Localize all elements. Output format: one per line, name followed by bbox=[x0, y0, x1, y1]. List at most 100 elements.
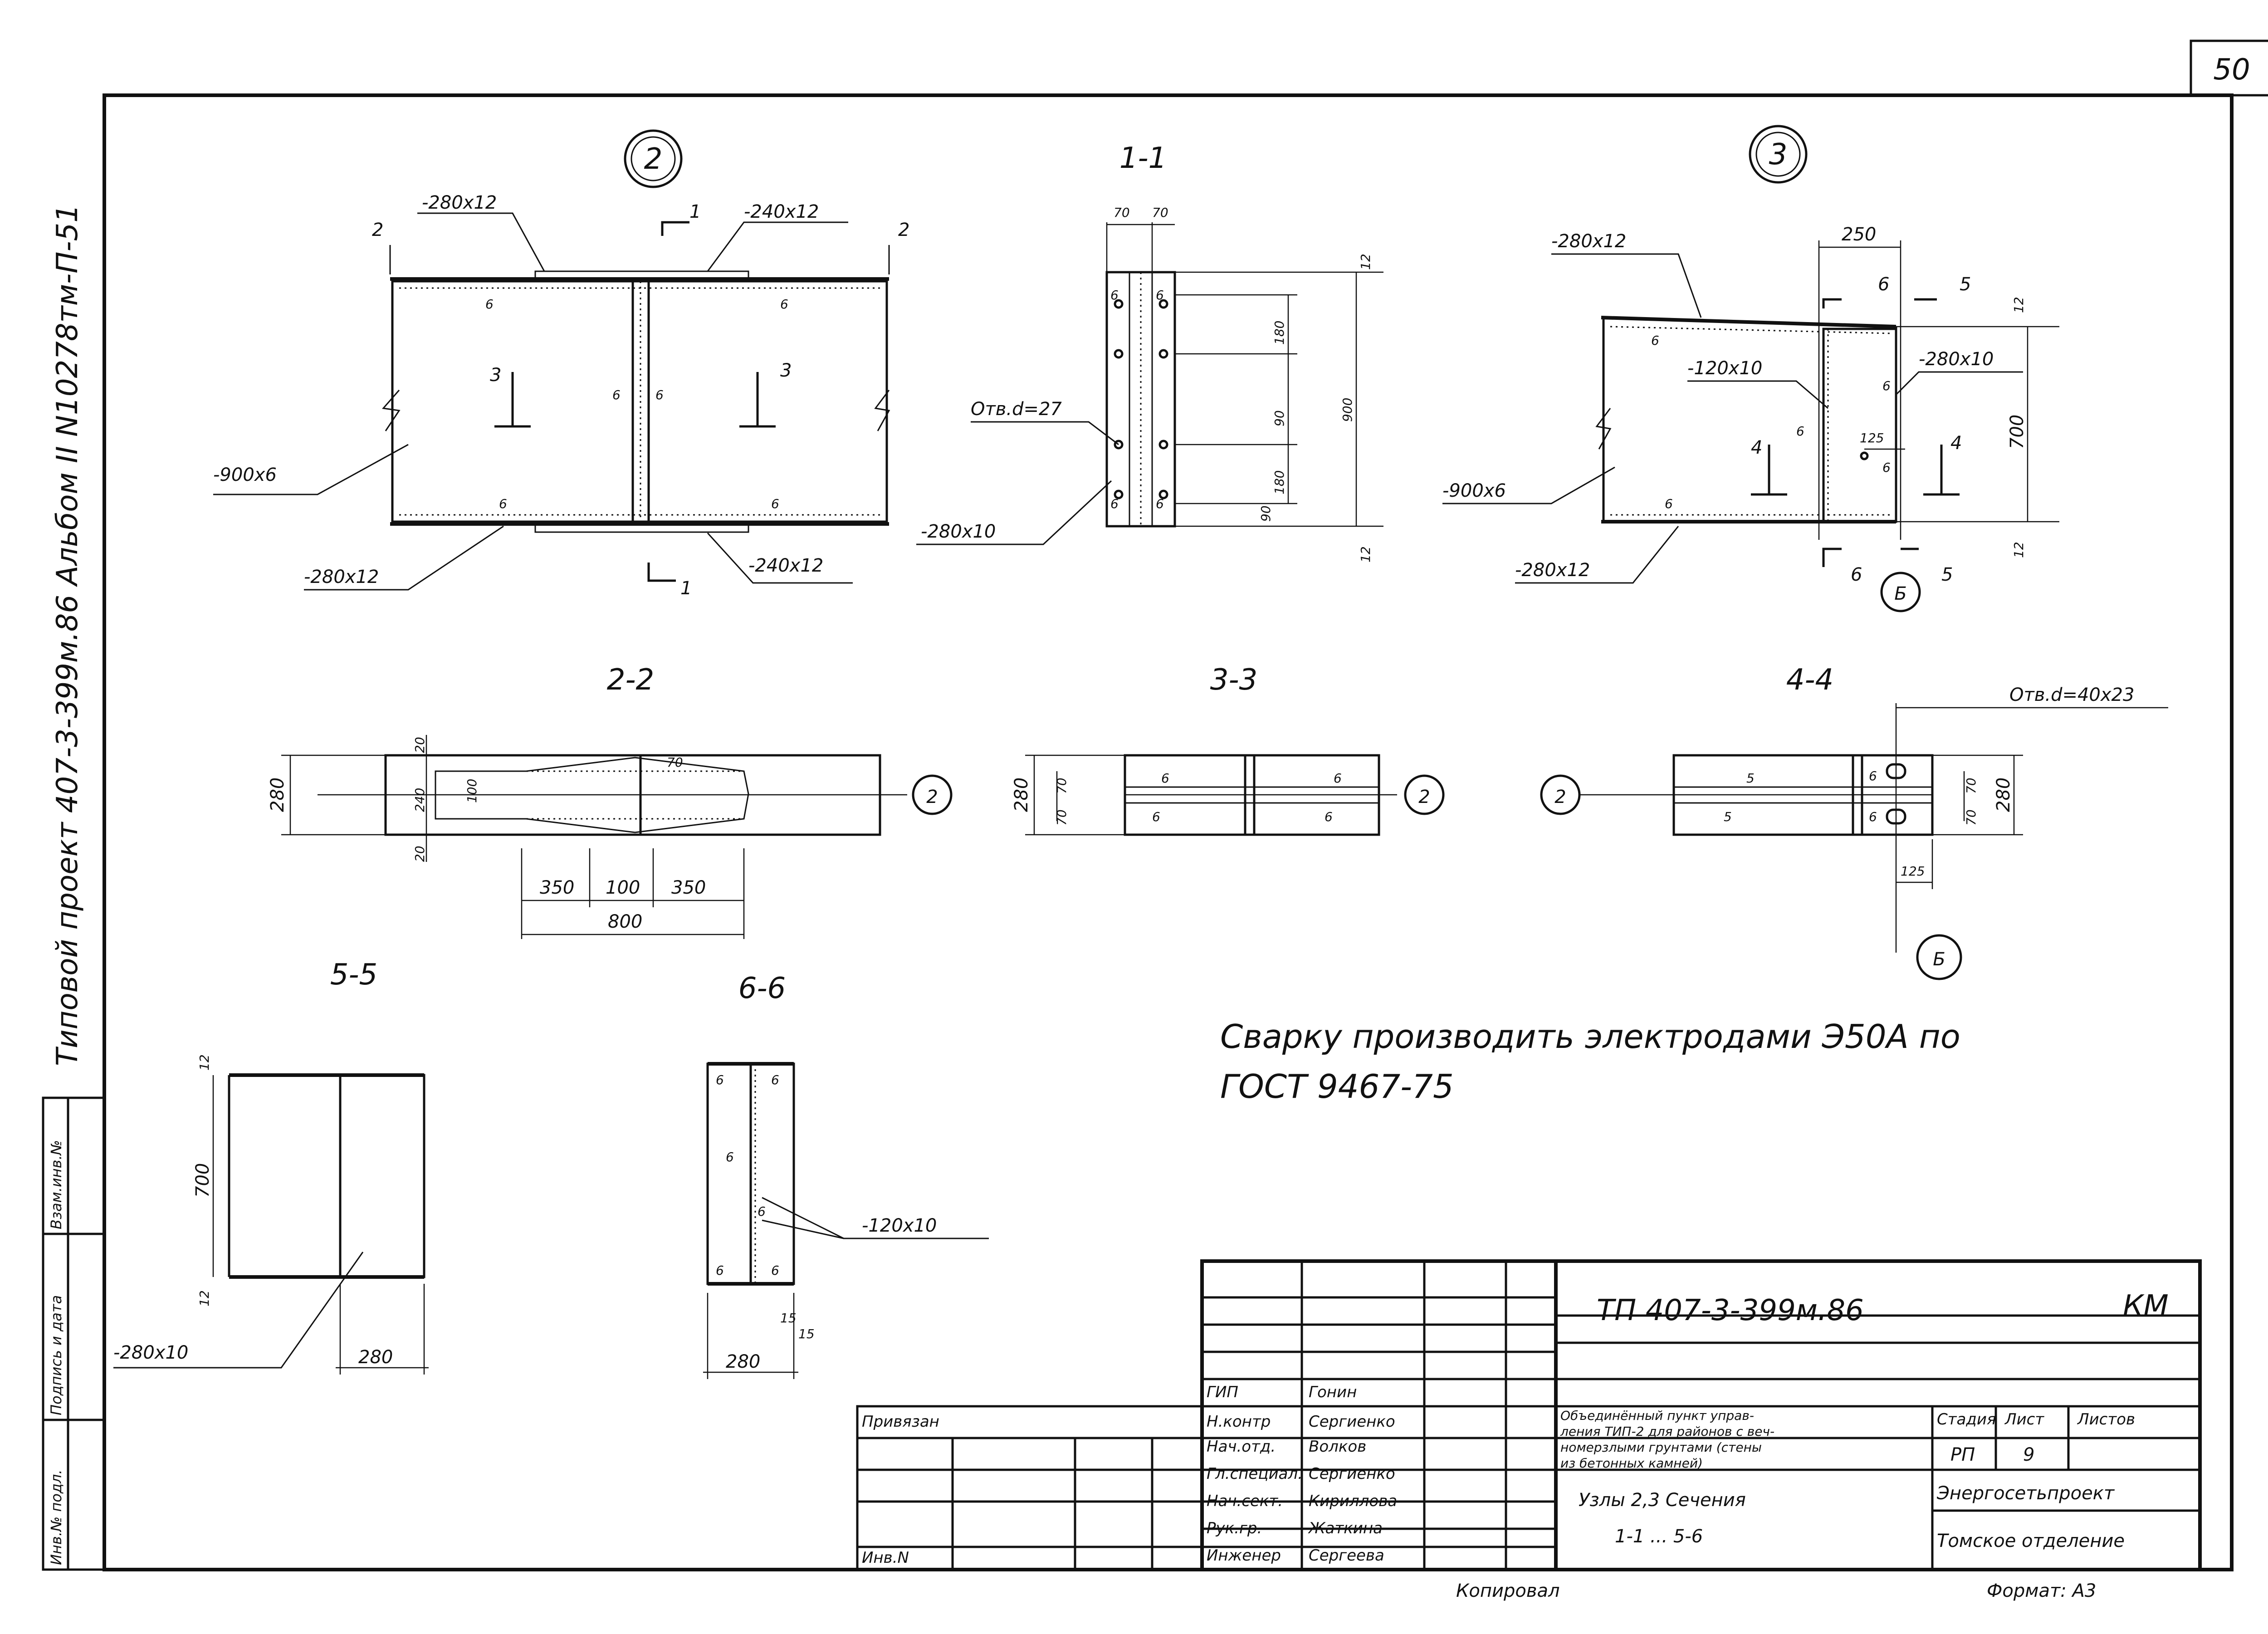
s44-dim-70a: 70 bbox=[1964, 778, 1979, 794]
note-line-1: Сварку производить электродами Э50А по bbox=[1220, 1018, 1960, 1056]
sheet-title-1: 1-1 ... 5-6 bbox=[1615, 1526, 1703, 1547]
label-n2-splice-bottom: -240x12 bbox=[748, 555, 823, 576]
s11-dim-90b: 90 bbox=[1258, 505, 1273, 522]
s44-weld-3: 6 bbox=[1869, 768, 1877, 783]
s44-weld-4: 6 bbox=[1869, 809, 1877, 824]
s22-dim-20b: 20 bbox=[412, 846, 427, 862]
n3-ref-b: Б bbox=[1894, 583, 1906, 604]
section-6-6-title: 6-6 bbox=[738, 972, 786, 1005]
stage-value: РП bbox=[1950, 1444, 1975, 1465]
section-4-4-title: 4-4 bbox=[1786, 663, 1834, 697]
s11-dim-12a: 12 bbox=[1358, 254, 1373, 270]
s33-dim-280: 280 bbox=[1011, 778, 1032, 812]
object-line-2: номерзлыми грунтами (стены bbox=[1560, 1440, 1762, 1455]
s22-dim-350a: 350 bbox=[540, 877, 574, 898]
cut-1-bottom: 1 bbox=[680, 578, 692, 599]
s11-dim-180b: 180 bbox=[1272, 470, 1287, 494]
s11-weld-3: 6 bbox=[1110, 496, 1119, 511]
s22-dim-280: 280 bbox=[267, 778, 288, 812]
sheet-number: 50 bbox=[2213, 53, 2250, 87]
section-5-5: 5-5 12 700 12 280 -280x10 bbox=[113, 958, 429, 1375]
s44-dim-70b: 70 bbox=[1964, 809, 1979, 826]
object-line-3: из бетонных камней) bbox=[1560, 1456, 1703, 1471]
section-3-3: 3-3 280 70 70 6 6 6 6 2 bbox=[1011, 663, 1445, 836]
cut-3-left: 3 bbox=[490, 365, 501, 386]
s44-weld-1: 5 bbox=[1746, 771, 1755, 786]
s55-dim-12b: 12 bbox=[197, 1290, 212, 1306]
role-4: Нач.сект. bbox=[1207, 1492, 1283, 1510]
node-2-marker: 2 bbox=[644, 142, 663, 176]
name-2: Волков bbox=[1309, 1438, 1366, 1456]
name-0: Гонин bbox=[1309, 1383, 1357, 1401]
org-line-2: Томское отделение bbox=[1937, 1531, 2125, 1551]
name-1: Сергиенко bbox=[1309, 1413, 1395, 1431]
s66-weld-5: 6 bbox=[716, 1263, 724, 1278]
weld-n2-2: 6 bbox=[780, 297, 788, 312]
s33-ref: 2 bbox=[1418, 787, 1430, 807]
title-block: Привязан Инв.N ТП 407-3-399м.86 КМ ГИП Н… bbox=[856, 1259, 2202, 1571]
n3-cut-4a: 4 bbox=[1751, 437, 1762, 458]
inv-label: Инв.N bbox=[862, 1549, 909, 1567]
side-project-label: Типовой проект 407-3-399м.86 Альбом II N… bbox=[51, 204, 84, 1066]
weld-n2-5: 6 bbox=[499, 496, 507, 511]
n3-label-plate: -280x10 bbox=[1919, 349, 1994, 370]
s22-dim-70: 70 bbox=[667, 755, 683, 770]
s33-weld-4: 6 bbox=[1325, 809, 1333, 824]
label-n2-splice-top: -240x12 bbox=[744, 201, 819, 222]
role-5: Рук.гр. bbox=[1207, 1519, 1262, 1537]
s44-ref-bottom: Б bbox=[1933, 949, 1945, 970]
s11-hole-label: Отв.d=27 bbox=[971, 399, 1062, 420]
s22-dim-240: 240 bbox=[412, 788, 427, 812]
node-3-view: 3 250 6 5 12 700 12 125 6 5 4 4 bbox=[1442, 125, 2059, 612]
s22-dim-800: 800 bbox=[608, 911, 642, 932]
n3-dim-12b: 12 bbox=[2011, 542, 2026, 558]
n3-dim-5: 5 bbox=[1960, 274, 1971, 295]
s22-dim-20a: 20 bbox=[412, 737, 427, 753]
s44-hole-label: Отв.d=40x23 bbox=[2009, 685, 2134, 705]
node-3-marker: 3 bbox=[1769, 138, 1788, 171]
s66-dim-280: 280 bbox=[726, 1351, 760, 1372]
s44-dim-125: 125 bbox=[1901, 864, 1925, 879]
s55-plate-label: -280x10 bbox=[113, 1342, 188, 1363]
cut-2-right: 2 bbox=[898, 220, 909, 240]
object-line-1: ления ТИП-2 для районов с веч- bbox=[1560, 1424, 1774, 1439]
n3-label-stiffener: -120x10 bbox=[1687, 358, 1762, 379]
weld-n2-6: 6 bbox=[771, 496, 779, 511]
tb-mark: КМ bbox=[2123, 1289, 2169, 1323]
sheet-title-0: Узлы 2,3 Сечения bbox=[1579, 1490, 1746, 1511]
sheet-header: Лист bbox=[2004, 1410, 2044, 1429]
n3-cut-5: 5 bbox=[1941, 564, 1953, 585]
s11-dim-12b: 12 bbox=[1358, 546, 1373, 563]
section-1-1-title: 1-1 bbox=[1119, 142, 1167, 175]
n3-weld-1: 6 bbox=[1651, 333, 1659, 348]
s11-weld-1: 6 bbox=[1110, 288, 1119, 303]
weld-n2-3: 6 bbox=[612, 387, 621, 402]
section-2-2-title: 2-2 bbox=[607, 663, 655, 697]
s11-dim-900: 900 bbox=[1340, 398, 1355, 422]
sheets-header: Листов bbox=[2077, 1410, 2135, 1429]
s22-dim-350b: 350 bbox=[671, 877, 706, 898]
n3-dim-12a: 12 bbox=[2011, 297, 2026, 313]
s11-plate-label: -280x10 bbox=[921, 521, 996, 542]
s11-weld-4: 6 bbox=[1156, 496, 1164, 511]
s55-dim-12a: 12 bbox=[197, 1054, 212, 1071]
n3-weld-5: 6 bbox=[1882, 460, 1891, 475]
s55-dim-280: 280 bbox=[358, 1347, 393, 1368]
s11-weld-2: 6 bbox=[1156, 288, 1164, 303]
s33-weld-1: 6 bbox=[1161, 771, 1169, 786]
copied-label: Копировал bbox=[1456, 1580, 1560, 1601]
note-line-2: ГОСТ 9467-75 bbox=[1220, 1067, 1454, 1106]
section-4-4: 4-4 Отв.d=40x23 70 70 280 125 5 5 6 6 2 … bbox=[1540, 663, 2168, 980]
n3-cut-4b: 4 bbox=[1950, 433, 1962, 454]
cut-3-right: 3 bbox=[780, 360, 792, 381]
name-5: Жаткина bbox=[1308, 1519, 1383, 1537]
s66-dim-15b: 15 bbox=[798, 1326, 815, 1341]
name-6: Сергеева bbox=[1309, 1546, 1384, 1565]
section-3-3-title: 3-3 bbox=[1210, 663, 1258, 697]
s66-weld-1: 6 bbox=[716, 1072, 724, 1087]
s11-dim-70a: 70 bbox=[1114, 205, 1130, 220]
stamp-replace: Взам.инв.№ bbox=[48, 1140, 65, 1229]
left-stamp: Инв.№ подл. Подпись и дата Взам.инв.№ bbox=[42, 1096, 106, 1571]
name-3: Сергиенко bbox=[1309, 1465, 1395, 1483]
s44-ref-left: 2 bbox=[1554, 787, 1566, 807]
